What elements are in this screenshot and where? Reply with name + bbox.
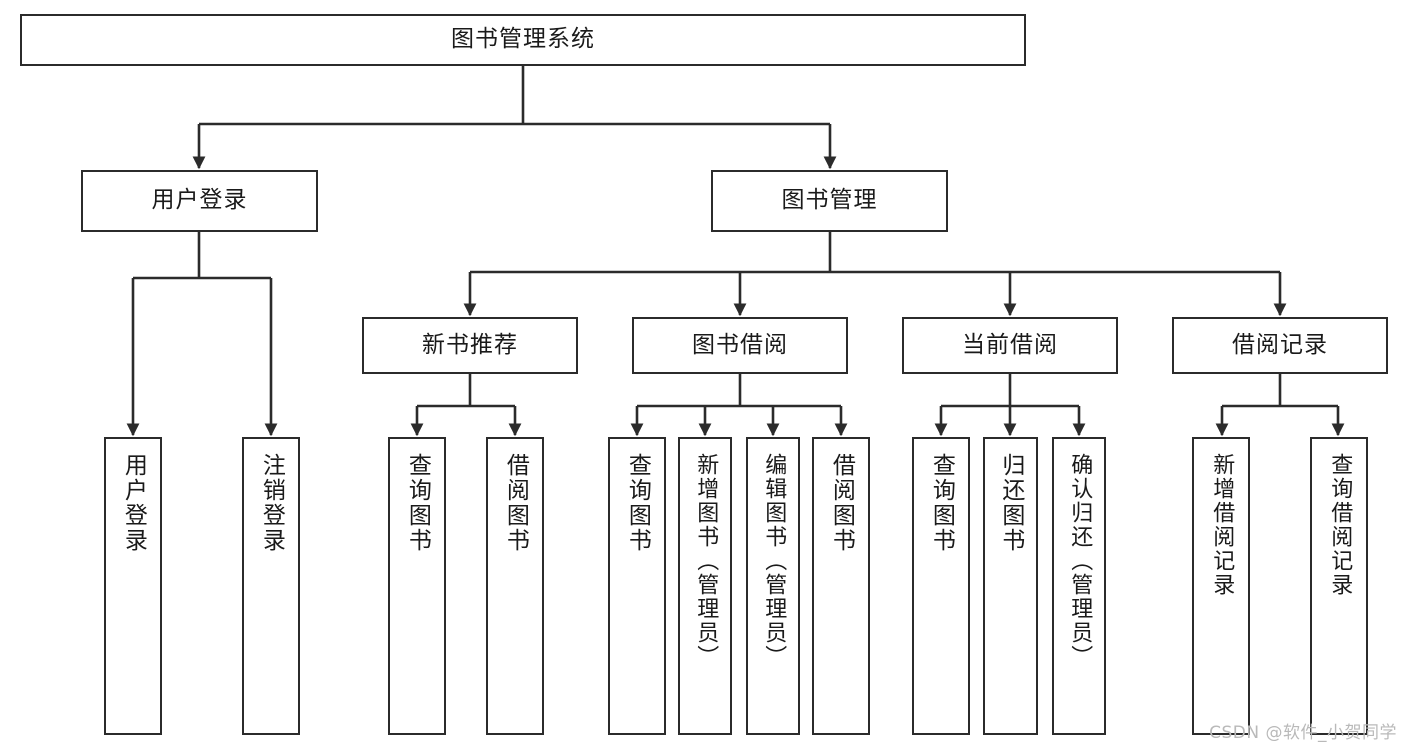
node-leaf-query-record[interactable]: 查询借阅记录 — [1310, 437, 1368, 735]
node-root-label: 图书管理系统 — [451, 26, 595, 53]
node-leaf-add-book[interactable]: 新增图书（管理员） — [678, 437, 732, 735]
node-leaf-query-book-3[interactable]: 查询图书 — [912, 437, 970, 735]
node-leaf-add-record-label: 新增借阅记录 — [1209, 453, 1235, 597]
node-leaf-query-record-label: 查询借阅记录 — [1327, 453, 1353, 597]
node-leaf-logout[interactable]: 注销登录 — [242, 437, 300, 735]
node-leaf-query-book-1[interactable]: 查询图书 — [388, 437, 446, 735]
node-leaf-return-book-label: 归还图书 — [997, 453, 1024, 553]
node-leaf-query-book-2[interactable]: 查询图书 — [608, 437, 666, 735]
node-book-borrow[interactable]: 图书借阅 — [632, 317, 848, 374]
node-leaf-edit-book[interactable]: 编辑图书（管理员） — [746, 437, 800, 735]
node-borrow-records[interactable]: 借阅记录 — [1172, 317, 1388, 374]
node-user-login[interactable]: 用户登录 — [81, 170, 318, 232]
node-leaf-confirm-return[interactable]: 确认归还（管理员） — [1052, 437, 1106, 735]
node-borrow-records-label: 借阅记录 — [1232, 331, 1328, 358]
node-book-borrow-label: 图书借阅 — [692, 331, 788, 358]
node-book-management[interactable]: 图书管理 — [711, 170, 948, 232]
node-leaf-add-record[interactable]: 新增借阅记录 — [1192, 437, 1250, 735]
node-leaf-borrow-book-1[interactable]: 借阅图书 — [486, 437, 544, 735]
node-current-borrow[interactable]: 当前借阅 — [902, 317, 1118, 374]
node-leaf-logout-label: 注销登录 — [258, 453, 285, 553]
node-book-management-label: 图书管理 — [781, 187, 878, 214]
node-leaf-user-login-label: 用户登录 — [120, 453, 147, 553]
node-leaf-query-book-3-label: 查询图书 — [928, 453, 955, 553]
node-new-book-recommend[interactable]: 新书推荐 — [362, 317, 578, 374]
node-root[interactable]: 图书管理系统 — [20, 14, 1026, 66]
node-new-book-recommend-label: 新书推荐 — [422, 331, 518, 358]
node-leaf-query-book-1-label: 查询图书 — [404, 453, 431, 553]
node-leaf-borrow-book-2-label: 借阅图书 — [828, 453, 855, 553]
node-current-borrow-label: 当前借阅 — [962, 331, 1058, 358]
node-leaf-user-login[interactable]: 用户登录 — [104, 437, 162, 735]
node-leaf-add-book-label: 新增图书（管理员） — [693, 453, 719, 669]
node-user-login-label: 用户登录 — [151, 187, 248, 214]
node-leaf-borrow-book-2[interactable]: 借阅图书 — [812, 437, 870, 735]
node-leaf-borrow-book-1-label: 借阅图书 — [502, 453, 529, 553]
node-leaf-confirm-return-label: 确认归还（管理员） — [1067, 453, 1093, 669]
node-leaf-return-book[interactable]: 归还图书 — [983, 437, 1038, 735]
node-leaf-query-book-2-label: 查询图书 — [624, 453, 651, 553]
node-leaf-edit-book-label: 编辑图书（管理员） — [761, 453, 787, 669]
csdn-watermark: CSDN @软件_小贺同学 — [1209, 723, 1397, 743]
